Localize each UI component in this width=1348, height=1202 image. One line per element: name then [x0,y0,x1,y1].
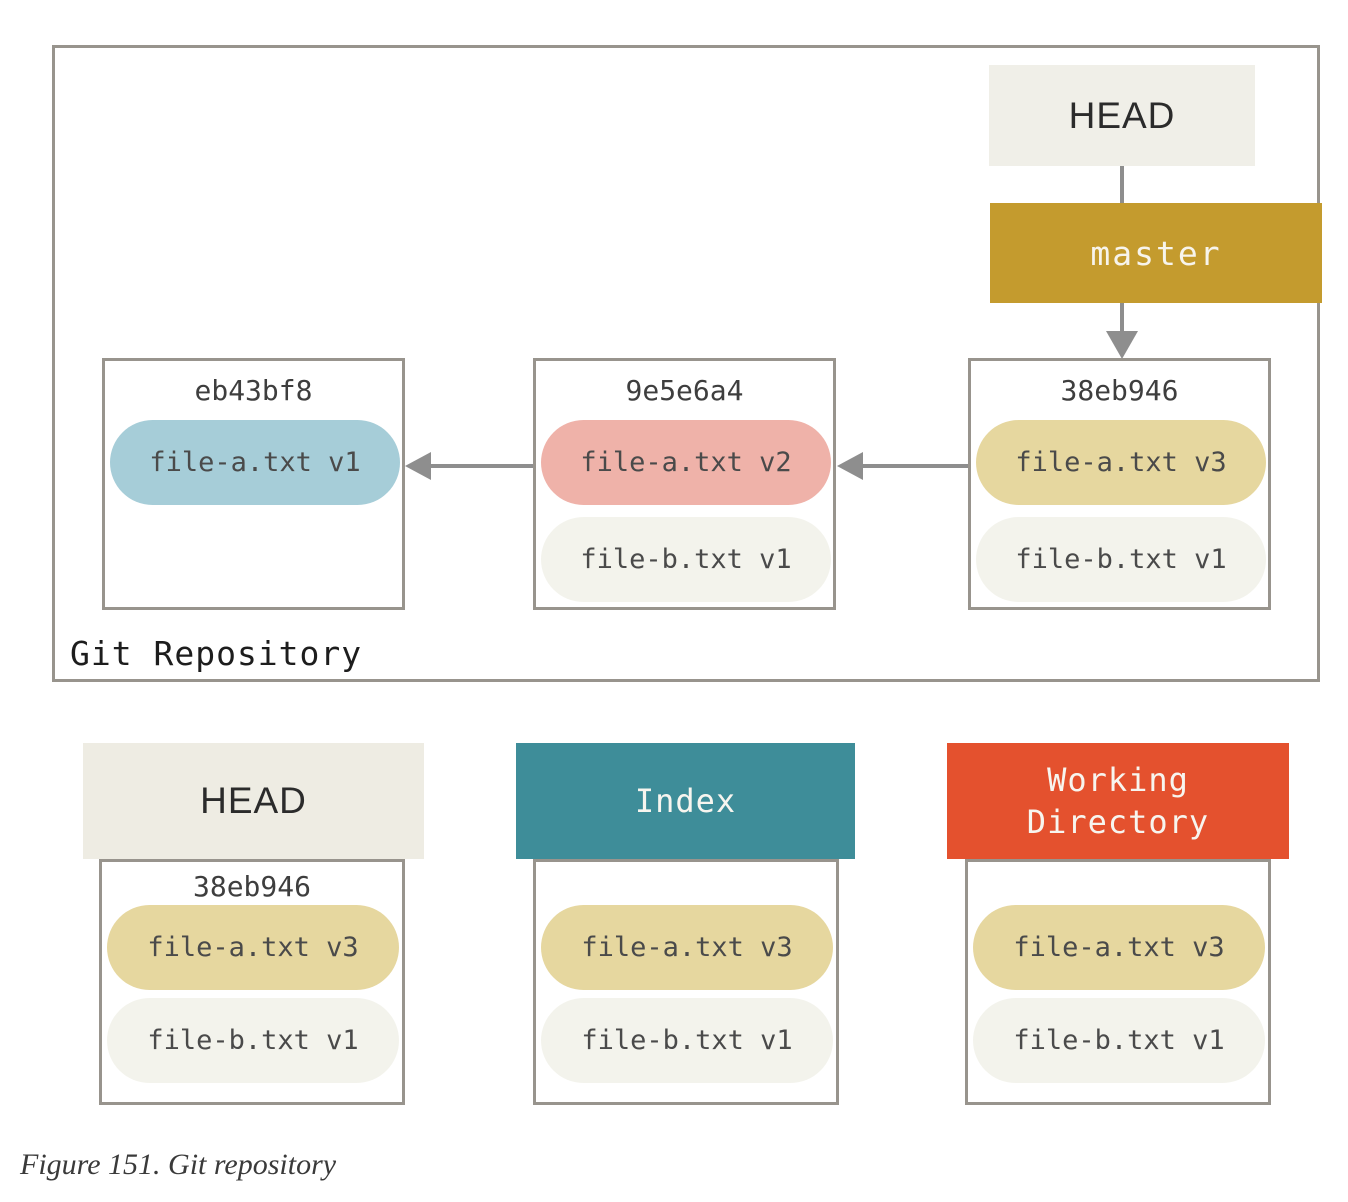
commit-parent-arrowhead-icon [405,452,431,480]
file-label: file-a.txt v3 [1015,447,1227,478]
file-label: file-a.txt v1 [149,447,361,478]
file-snapshot-pill: file-a.txt v3 [973,905,1265,990]
file-label: file-a.txt v3 [1013,932,1225,963]
file-label: file-b.txt v1 [1015,544,1227,575]
file-snapshot-pill: file-a.txt v2 [541,420,831,505]
master-branch-box: master [990,203,1322,303]
index-column-title: Index [634,782,737,820]
file-snapshot-pill: file-a.txt v3 [976,420,1266,505]
head-pointer-label: HEAD [1068,94,1176,136]
file-snapshot-pill: file-b.txt v1 [973,998,1265,1083]
repository-label: Git Repository [70,634,363,673]
head-snapshot-box: 38eb946 file-a.txt v3 file-b.txt v1 [99,859,405,1105]
repository-frame [52,45,1320,682]
index-column-header: Index [516,743,855,859]
workdir-column-title: Working Directory [1026,761,1210,841]
file-snapshot-pill: file-b.txt v1 [107,998,399,1083]
commit-box-38eb946: 38eb946 file-a.txt v3 file-b.txt v1 [968,358,1271,610]
head-column-header: HEAD [83,743,424,859]
commit-hash: 38eb946 [1060,374,1179,407]
workdir-snapshot-box: file-a.txt v3 file-b.txt v1 [965,859,1271,1105]
file-snapshot-pill: file-b.txt v1 [976,517,1266,602]
file-label: file-a.txt v3 [581,932,793,963]
workdir-column-header: Working Directory [947,743,1289,859]
index-snapshot-box: file-a.txt v3 file-b.txt v1 [533,859,839,1105]
file-label: file-b.txt v1 [581,1025,793,1056]
commit-parent-arrow-line [428,464,533,468]
commit-parent-arrow-line [860,464,968,468]
file-snapshot-pill: file-a.txt v1 [110,420,400,505]
master-to-commit-arrow-line [1120,303,1124,335]
commit-hash: 9e5e6a4 [625,374,744,407]
file-label: file-b.txt v1 [580,544,792,575]
file-label: file-b.txt v1 [147,1025,359,1056]
figure-caption: Figure 151. Git repository [20,1148,337,1181]
master-to-commit-arrowhead-icon [1106,331,1138,359]
commit-hash: 38eb946 [192,870,311,903]
file-label: file-a.txt v3 [147,932,359,963]
commit-parent-arrowhead-icon [837,452,863,480]
head-to-master-connector [1120,166,1124,203]
head-pointer-box: HEAD [989,65,1255,166]
file-snapshot-pill: file-b.txt v1 [541,998,833,1083]
commit-hash: eb43bf8 [194,374,313,407]
head-column-title: HEAD [200,780,307,821]
file-snapshot-pill: file-b.txt v1 [541,517,831,602]
master-branch-label: master [1090,233,1222,273]
commit-box-9e5e6a4: 9e5e6a4 file-a.txt v2 file-b.txt v1 [533,358,836,610]
commit-box-eb43bf8: eb43bf8 file-a.txt v1 [102,358,405,610]
file-label: file-b.txt v1 [1013,1025,1225,1056]
file-snapshot-pill: file-a.txt v3 [541,905,833,990]
file-label: file-a.txt v2 [580,447,792,478]
file-snapshot-pill: file-a.txt v3 [107,905,399,990]
